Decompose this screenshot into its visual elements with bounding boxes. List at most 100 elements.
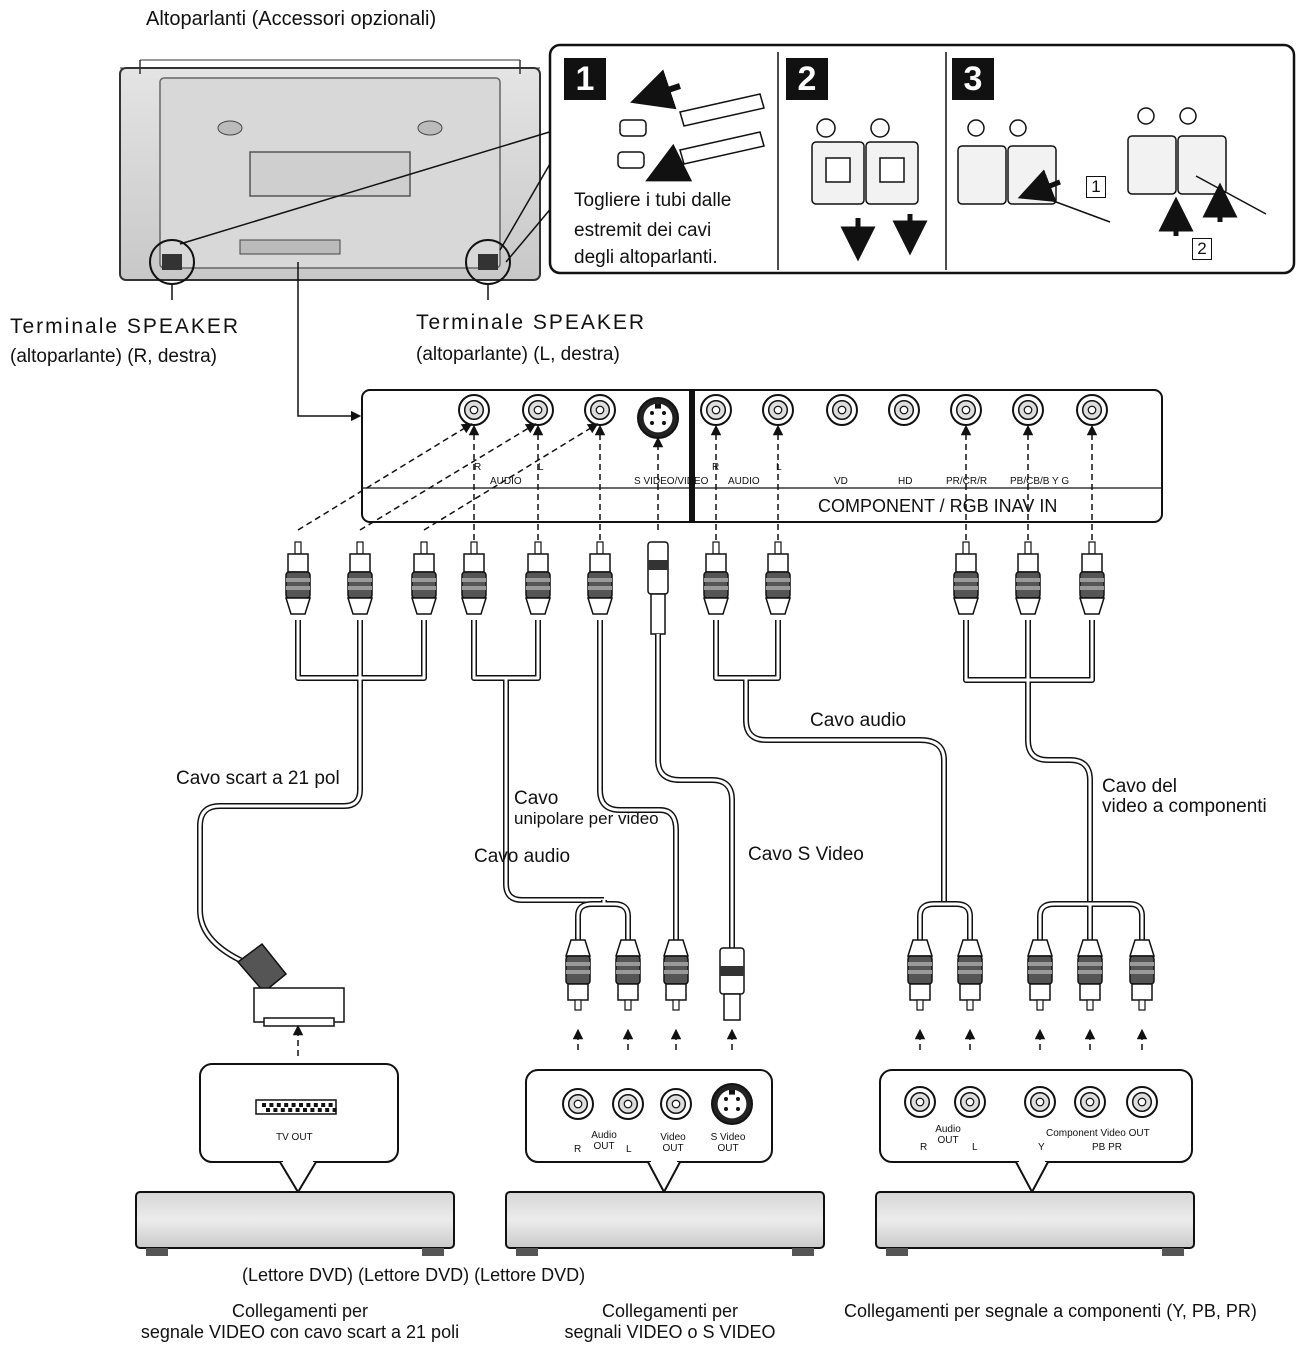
scart-pin-bottom-6 <box>303 1108 307 1112</box>
panel-label-r2: R <box>712 462 720 473</box>
steps-panel <box>548 43 1296 275</box>
bottom-plug-5 <box>956 939 984 1011</box>
device-mid-jack-1 <box>562 1088 594 1120</box>
caption-right: Collegamenti per segnale a componenti (Y… <box>844 1301 1257 1321</box>
scart-pin-top-4 <box>284 1103 289 1107</box>
step-badge-3: 3 <box>952 58 994 100</box>
bottom-plug-2 <box>614 939 642 1011</box>
caption-left-line2: segnale VIDEO con cavo scart a 21 poli <box>140 1322 460 1342</box>
panel-label-svideo-video: S VIDEO/VIDEO <box>634 476 709 487</box>
scart-pin-top-3 <box>276 1103 281 1107</box>
device-label-l: L <box>626 1144 632 1155</box>
panel-jack-7 <box>888 394 920 426</box>
label-svideo-cable: Cavo S Video <box>748 844 864 865</box>
input-panel <box>361 389 1163 523</box>
scart-pin-top-9 <box>321 1103 326 1107</box>
panel-jack-2 <box>522 394 554 426</box>
scart-pin-top-2 <box>269 1103 274 1107</box>
scart-pin-bottom-2 <box>273 1108 278 1112</box>
cable-svideo <box>655 634 735 948</box>
bottom-plug-8 <box>1128 939 1156 1011</box>
panel-svideo-jack <box>637 397 679 439</box>
svideo-plug-bottom <box>719 947 745 1021</box>
panel-label-hd: HD <box>898 476 913 487</box>
speaker-terminal-r-title: Terminale SPEAKER <box>10 315 241 338</box>
bottom-plug-6 <box>1026 939 1054 1011</box>
bottom-plug-7 <box>1076 939 1104 1011</box>
top-plug-10 <box>1014 541 1042 615</box>
caption-mid-line2: segnali VIDEO o S VIDEO <box>564 1322 776 1342</box>
panel-jack-3 <box>584 394 616 426</box>
scart-pin-top-6 <box>299 1103 303 1107</box>
device-label-component-video-out: Component Video OUT <box>1046 1128 1150 1139</box>
cable-audio-left-split <box>575 900 631 940</box>
panel-label-pb: PB/CB/B Y G <box>1010 476 1070 487</box>
label-audio-cable-left: Cavo audio <box>474 846 571 867</box>
cable-audio-left <box>471 620 604 903</box>
scart-pin-bottom-3 <box>280 1108 285 1112</box>
caption-mid-line1: Collegamenti per <box>601 1301 739 1321</box>
device-right-jack-3 <box>1024 1086 1056 1118</box>
scart-pin-bottom-9 <box>325 1108 330 1112</box>
top-plug-3 <box>410 541 438 615</box>
panel-label-l2: L <box>776 462 782 473</box>
svideo-plug-top <box>647 541 669 635</box>
panel-label-audio: AUDIO <box>490 476 522 487</box>
step1-text-line3: degli altoparlanti. <box>574 247 718 268</box>
scart-pin-bottom-5 <box>295 1108 300 1112</box>
bottom-plug-3 <box>662 939 690 1011</box>
scart-pin-top-5 <box>291 1103 296 1107</box>
step3-box-2: 2 <box>1192 238 1212 260</box>
panel-label-pr: PR/CR/R <box>946 476 988 487</box>
tv-rear-panel <box>119 59 559 300</box>
step1-text-line2: estremit dei cavi <box>574 220 712 241</box>
cable-scart <box>197 620 427 975</box>
scart-pin-bottom-4 <box>288 1108 293 1112</box>
label-audio-cable-right: Cavo audio <box>810 710 907 731</box>
panel-jack-9 <box>1012 394 1044 426</box>
device-label-video-out: Video OUT <box>660 1132 686 1154</box>
scart-pin-bottom-10 <box>332 1108 337 1112</box>
device-right-jack-2 <box>954 1086 986 1118</box>
panel-jack-6 <box>826 394 858 426</box>
dashed-arrow-scart-2 <box>359 423 537 531</box>
panel-label-r: R <box>474 462 482 473</box>
speaker-terminal-l-sub: (altoparlante) (L, destra) <box>416 344 620 365</box>
device-label-audio-out: Audio OUT <box>591 1130 617 1152</box>
scart-pin-bottom-8 <box>317 1108 322 1112</box>
label-video-cable-line1: Cavo <box>514 788 559 809</box>
device-right-jack-4 <box>1074 1086 1106 1118</box>
scart-pin-bottom-7 <box>310 1108 315 1112</box>
dashed-arrow-scart-1 <box>297 423 473 531</box>
scart-pin-top-8 <box>313 1103 318 1107</box>
top-plug-1 <box>284 541 312 615</box>
device-right-jack-1 <box>904 1086 936 1118</box>
label-component-cable-line1: Cavo del <box>1102 776 1177 797</box>
step3-box-1: 1 <box>1086 176 1106 198</box>
top-plug-8 <box>764 541 792 615</box>
device-label-tv-out: TV OUT <box>276 1132 313 1143</box>
panel-jack-10 <box>1076 394 1108 426</box>
speaker-terminal-l-title: Terminale SPEAKER <box>416 311 647 334</box>
cables <box>197 423 1156 1056</box>
speaker-terminal-r-sub: (altoparlante) (R, destra) <box>10 346 217 367</box>
top-plug-6 <box>586 541 614 615</box>
scart-pin-top-10 <box>328 1103 333 1107</box>
cable-component-split <box>1037 901 1145 940</box>
device-label-y: Y <box>1038 1142 1045 1153</box>
device-label-l3: L <box>972 1142 978 1153</box>
panel-label-vd: VD <box>834 476 848 487</box>
label-component-cable-line2: video a componenti <box>1102 796 1267 817</box>
device-label-audio-out3: Audio OUT <box>935 1124 961 1146</box>
step1-text-line1: Togliere i tubi dalle <box>574 190 732 211</box>
caption-left-line1: Collegamenti per <box>231 1301 369 1321</box>
top-plug-5 <box>524 541 552 615</box>
cable-audio-right-split <box>917 901 973 940</box>
device-label-s-video-out: S Video OUT <box>710 1132 746 1154</box>
panel-bottom-label: COMPONENT / RGB INAV IN <box>818 496 1058 516</box>
dvd-player-labels: (Lettore DVD) (Lettore DVD) (Lettore DVD… <box>242 1265 586 1285</box>
device-label-r: R <box>574 1144 582 1155</box>
top-plug-2 <box>346 541 374 615</box>
panel-jack-5 <box>762 394 794 426</box>
